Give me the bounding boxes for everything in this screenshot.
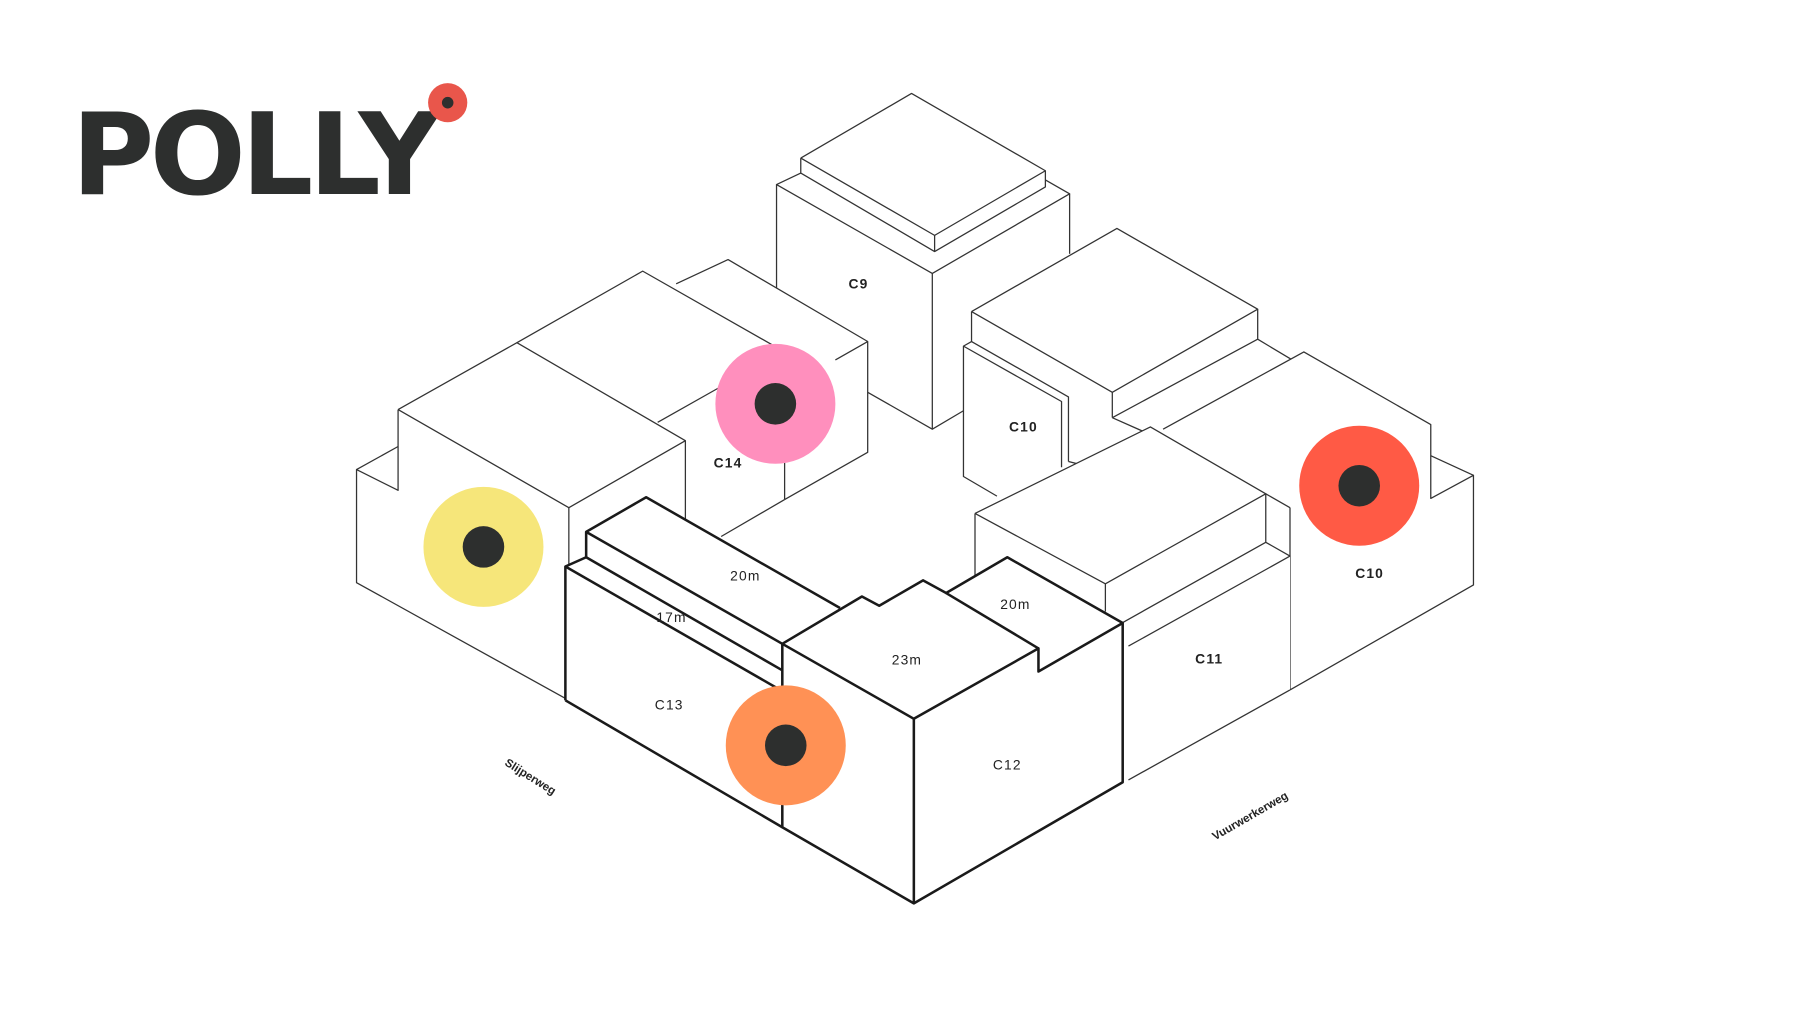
building-label-c14: C14	[714, 454, 743, 470]
building-c11[interactable]: C11	[974, 426, 1291, 781]
street-label-slijperweg: Slijperweg	[502, 757, 557, 798]
logo-text: POLLY	[72, 89, 442, 221]
marker-center	[765, 724, 807, 767]
building-c12[interactable]: 23m 20m C12	[781, 555, 1124, 905]
marker-center	[754, 383, 797, 425]
building-label-c9: C9	[848, 275, 868, 291]
marker-red[interactable]	[1299, 425, 1420, 546]
height-label-c13-upper: 20m	[730, 567, 760, 583]
polly-logo: POLLY	[72, 83, 468, 221]
building-label-c12: C12	[993, 757, 1022, 773]
street-label-vuurwerkerweg: Vuurwerkerweg	[1210, 790, 1290, 843]
logo-dot-center	[441, 96, 454, 109]
marker-pink[interactable]	[715, 343, 836, 464]
building-label-c10-right: C10	[1355, 565, 1384, 581]
height-label-c12-main: 23m	[892, 652, 922, 668]
height-label-c12-upper: 20m	[1000, 596, 1030, 612]
marker-center	[1338, 464, 1380, 507]
marker-yellow[interactable]	[423, 486, 544, 607]
building-label-c10-back: C10	[1009, 419, 1038, 435]
marker-orange[interactable]	[725, 685, 846, 806]
height-label-c13-lower: 17m	[656, 609, 686, 625]
building-label-c13: C13	[655, 697, 684, 713]
building-label-c11: C11	[1195, 650, 1223, 666]
marker-center	[462, 526, 505, 568]
